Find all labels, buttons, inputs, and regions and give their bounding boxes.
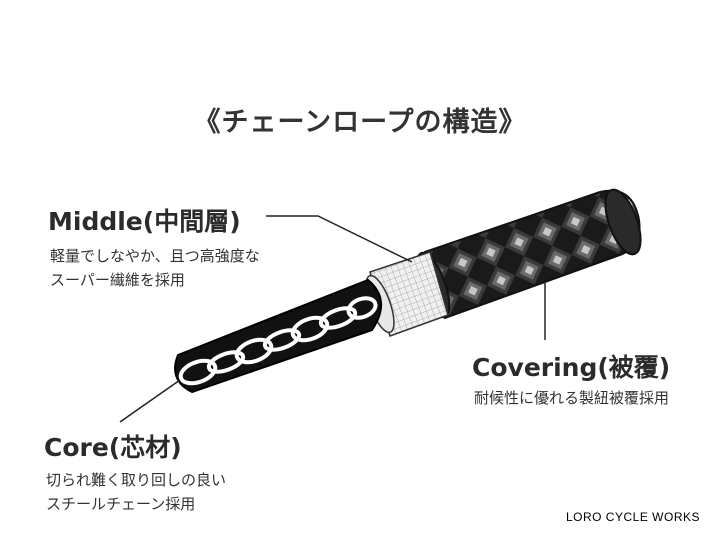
middle-heading: Middle(中間層) (48, 207, 241, 236)
middle-desc-line1: 軽量でしなやか、且つ高強度な (50, 247, 260, 265)
core-chain (174, 278, 382, 394)
credit-text: LORO CYCLE WORKS (565, 510, 700, 524)
diagram-title: 《チェーンロープの構造》 (193, 107, 527, 138)
covering-layer (415, 188, 642, 320)
covering-heading: Covering(被覆) (472, 353, 671, 382)
core-leader-line (119, 379, 181, 423)
core-desc-line1: 切られ難く取り回しの良い (46, 471, 227, 489)
core-desc-line2: スチールチェーン採用 (46, 495, 196, 513)
middle-leader-line (266, 215, 413, 263)
core-heading: Core(芯材) (44, 433, 182, 462)
middle-desc-line2: スーパー繊維を採用 (50, 271, 185, 289)
covering-desc-line1: 耐候性に優れる製紐被覆採用 (474, 389, 670, 407)
